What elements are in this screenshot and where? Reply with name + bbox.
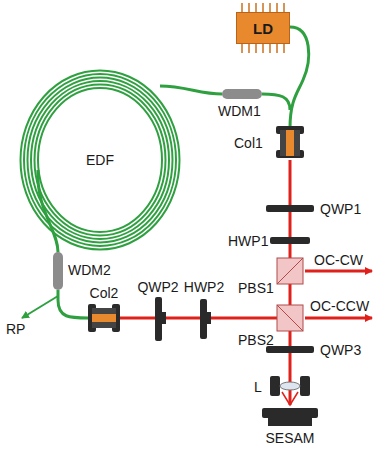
laser-diode-box: LD [236, 12, 290, 44]
component-label: EDF [86, 153, 114, 167]
component-label: SESAM [265, 431, 314, 445]
component-label: HWP2 [184, 280, 224, 294]
component-label: QWP1 [320, 202, 361, 216]
component-label: QWP2 [137, 280, 178, 294]
component-label: Col1 [234, 136, 263, 150]
component-label: HWP1 [228, 234, 268, 248]
component-label: WDM2 [68, 263, 111, 277]
component-label: RP [6, 322, 25, 336]
component-label: L [254, 380, 262, 394]
component-label: OC-CW [314, 253, 363, 267]
component-label: QWP3 [320, 343, 361, 357]
component-label: OC-CCW [310, 299, 369, 313]
component-label: PBS1 [238, 281, 274, 295]
node-label: LD [253, 21, 273, 36]
component-label: Col2 [90, 286, 119, 300]
component-label: PBS2 [238, 333, 274, 347]
component-label: WDM1 [218, 104, 261, 118]
